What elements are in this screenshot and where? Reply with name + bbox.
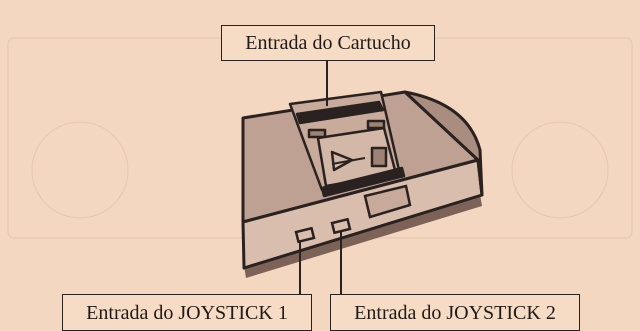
joystick-2-port-label: Entrada do JOYSTICK 2 <box>330 294 580 331</box>
console-right-end <box>403 90 484 197</box>
joystick-1-port-label: Entrada do JOYSTICK 1 <box>62 294 312 331</box>
console-shadow <box>244 194 482 278</box>
joystick-port-1 <box>294 226 316 244</box>
joystick-ports <box>294 217 352 244</box>
cartridge-latch-right <box>366 119 386 130</box>
cartridge-slot <box>288 90 406 198</box>
power-switch-button <box>370 146 388 168</box>
cartridge-latch-left <box>307 128 327 139</box>
power-switch-arrow <box>330 150 354 172</box>
joystick-port-2 <box>330 217 352 235</box>
console-vent <box>363 184 412 219</box>
cartridge-opening <box>295 100 385 125</box>
cartridge-slot-label: Entrada do Cartucho <box>221 25 435 61</box>
cartridge-front-lip <box>320 166 406 198</box>
leader-lines <box>299 61 342 294</box>
